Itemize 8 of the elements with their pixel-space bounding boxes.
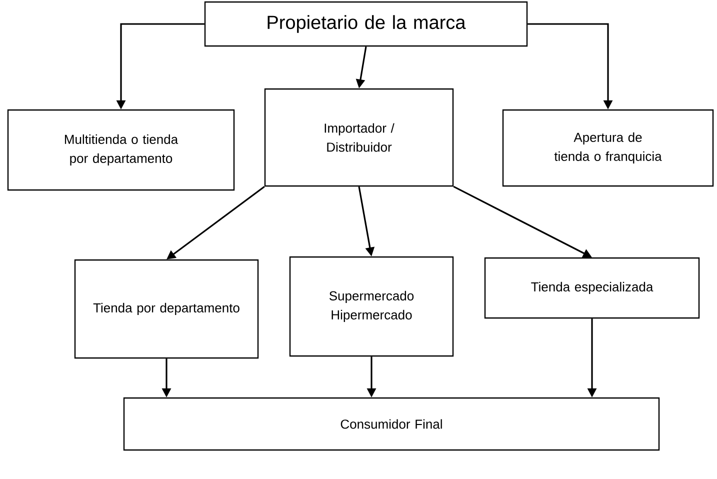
box: Tienda por departamento <box>74 259 259 359</box>
box: Importador / Distribuidor <box>264 88 454 187</box>
box: Multitienda o tienda por departamento <box>7 109 235 191</box>
box: Propietario de la marca <box>204 1 528 47</box>
box: Tienda especializada <box>484 257 700 319</box>
box: Apertura de tienda o franquicia <box>502 109 714 187</box>
box: Supermercado Hipermercado <box>289 256 454 357</box>
box: Consumidor Final <box>123 397 660 451</box>
